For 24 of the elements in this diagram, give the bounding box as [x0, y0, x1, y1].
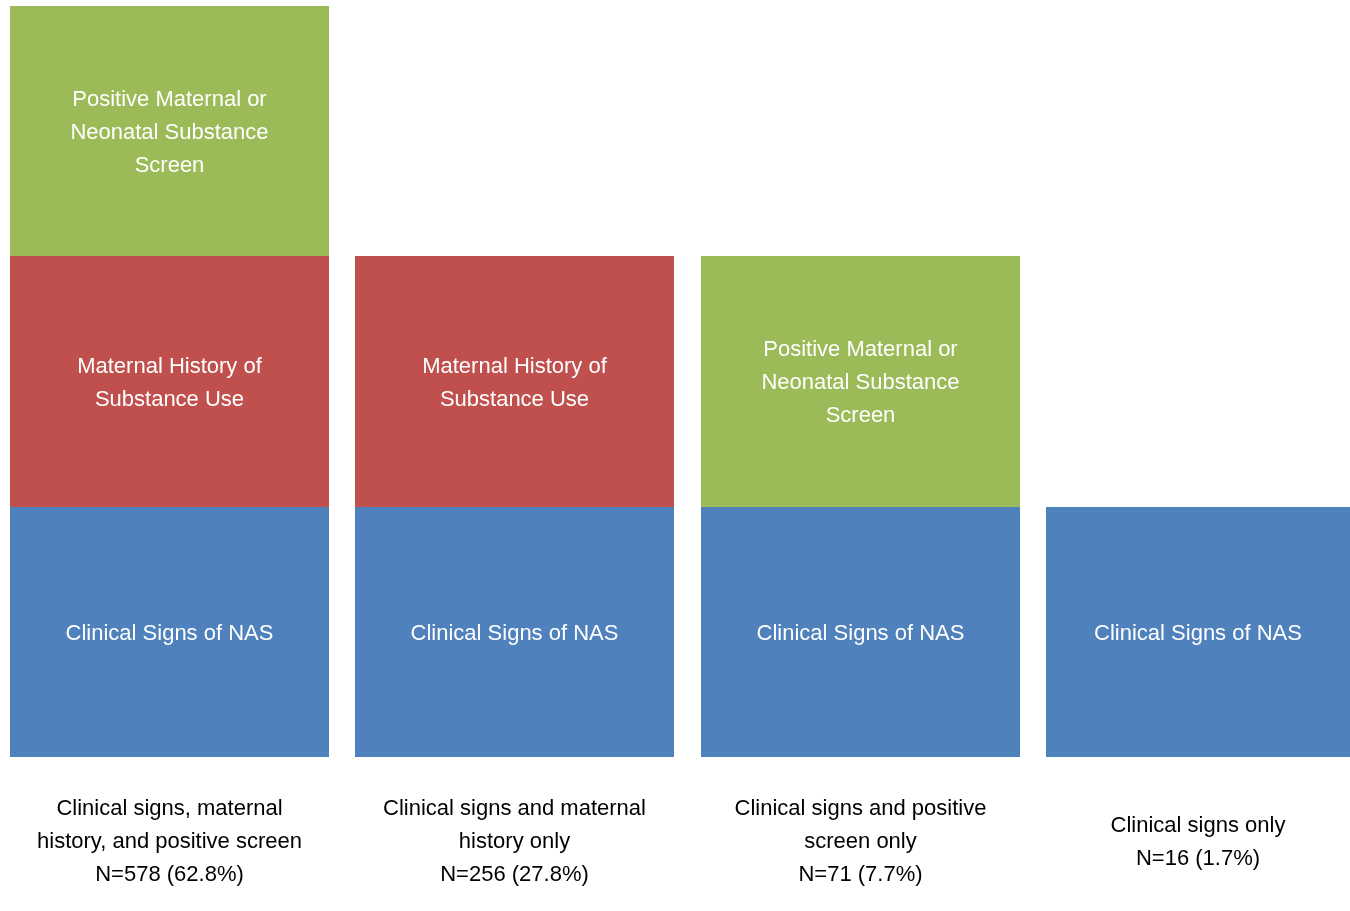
clinical-signs-box: [1046, 507, 1350, 757]
clinical-signs-box: [355, 507, 674, 757]
group-caption: Clinical signs and positive screen only: [733, 794, 988, 855]
box-label: Clinical Signs of NAS: [1094, 618, 1302, 647]
history-box: [355, 256, 674, 507]
screen-box: [10, 6, 329, 256]
group-caption: Clinical signs, maternal history, and positive screen: [36, 794, 303, 855]
screen-box: [701, 256, 1020, 507]
group-caption: Clinical signs only: [1109, 810, 1287, 839]
box-label: Clinical Signs of NAS: [756, 618, 965, 647]
clinical-signs-box: [10, 507, 329, 757]
box-label: Maternal History of Substance Use: [76, 351, 263, 413]
box-label: Positive Maternal or Neonatal Substance Screen: [760, 335, 961, 429]
box-label: Clinical Signs of NAS: [410, 618, 619, 647]
count-label: N=71 (7.7%): [797, 860, 924, 888]
count-label: N=256 (27.8%): [439, 860, 590, 888]
box-label: Maternal History of Substance Use: [421, 351, 608, 413]
count-label: N=16 (1.7%): [1134, 843, 1262, 872]
clinical-signs-box: [701, 507, 1020, 757]
box-label: Positive Maternal or Neonatal Substance Screen: [69, 84, 270, 179]
box-label: Clinical Signs of NAS: [65, 618, 274, 647]
history-box: [10, 256, 329, 507]
group-caption: Clinical signs and maternal history only: [382, 794, 647, 855]
count-label: N=578 (62.8%): [94, 860, 245, 888]
